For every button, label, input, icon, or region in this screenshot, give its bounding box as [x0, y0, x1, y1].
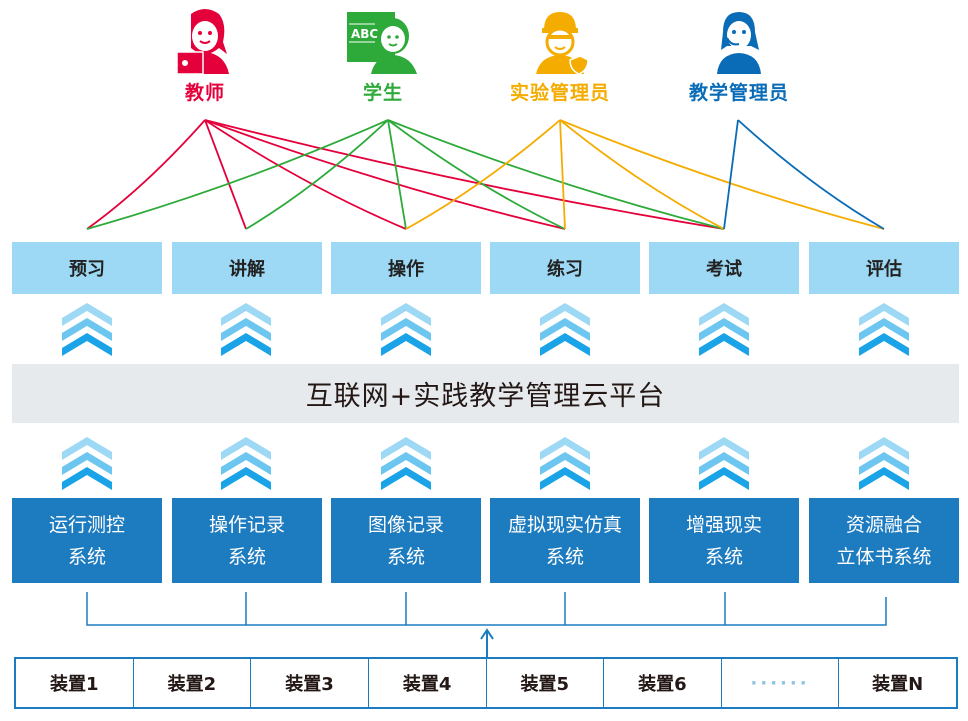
- stage-practice: 练习: [490, 242, 640, 294]
- role-lab-admin: 实验管理员: [480, 8, 640, 105]
- stage-operation: 操作: [331, 242, 481, 294]
- system-line2: 系统: [704, 545, 743, 568]
- system-line1: 资源融合: [845, 513, 922, 536]
- lab-admin-icon: [536, 12, 589, 74]
- chevron-up-icon: [381, 437, 431, 490]
- connection-line: [387, 119, 725, 230]
- system-line1: 图像记录: [367, 513, 444, 536]
- arrow-up-icon: [480, 628, 494, 640]
- system-line1: 操作记录: [208, 513, 285, 536]
- connection-line: [204, 119, 566, 230]
- role-label: 实验管理员: [509, 82, 610, 104]
- connection-line: [387, 119, 407, 230]
- chevron-up-icon: [859, 303, 909, 356]
- chevron-up-icon: [221, 303, 271, 356]
- chevron-up-icon: [540, 303, 590, 356]
- system-box: 操作记录系统: [172, 498, 322, 583]
- device-ellipsis: ······: [722, 659, 840, 707]
- system-line2: 系统: [386, 545, 425, 568]
- chevron-up-icon: [699, 437, 749, 490]
- connection-line: [737, 119, 885, 230]
- teacher-icon: [176, 9, 229, 74]
- connection-line: [559, 119, 885, 230]
- device-cell: 装置6: [604, 659, 722, 707]
- system-box: 图像记录系统: [331, 498, 481, 583]
- system-box: 资源融合立体书系统: [809, 498, 959, 583]
- device-cell: 装置1: [16, 659, 134, 707]
- role-teacher: 教师: [125, 8, 285, 105]
- role-label: 教师: [184, 82, 225, 104]
- system-line1: 运行测控: [48, 513, 125, 536]
- system-box: 增强现实系统: [649, 498, 799, 583]
- device-cell: 装置5: [487, 659, 605, 707]
- system-line2: 立体书系统: [836, 545, 932, 568]
- system-line2: 系统: [67, 545, 106, 568]
- system-line1: 增强现实: [685, 513, 762, 536]
- role-label: 教学管理员: [688, 82, 789, 104]
- system-box: 虚拟现实仿真系统: [490, 498, 640, 583]
- system-box: 运行测控系统: [12, 498, 162, 583]
- connection-line: [86, 119, 206, 230]
- stage-evaluation: 评估: [809, 242, 959, 294]
- device-cell: 装置2: [134, 659, 252, 707]
- chevron-up-icon: [699, 303, 749, 356]
- device-cell: 装置N: [872, 674, 924, 695]
- connection-line: [723, 119, 739, 230]
- connection-line: [387, 119, 566, 230]
- system-line2: 系统: [545, 545, 584, 568]
- connection-line: [559, 119, 566, 230]
- platform-bar: 互联网+实践教学管理云平台: [12, 364, 959, 423]
- device-cell: 装置4: [369, 659, 487, 707]
- connection-line: [405, 119, 561, 230]
- role-student: ABC 学生: [303, 8, 463, 105]
- connection-line: [559, 119, 725, 230]
- chevron-up-icon: [381, 303, 431, 356]
- chevron-up-icon: [540, 437, 590, 490]
- chevron-up-icon: [62, 437, 112, 490]
- device-row: 装置1 装置2 装置3 装置4 装置5 装置6 ······ 装置N: [14, 657, 958, 709]
- teaching-admin-icon: [717, 12, 761, 74]
- stage-lecture: 讲解: [172, 242, 322, 294]
- chevron-up-icon: [221, 437, 271, 490]
- role-teaching-admin: 教学管理员: [659, 8, 819, 105]
- chevron-up-icon: [62, 303, 112, 356]
- system-line2: 系统: [227, 545, 266, 568]
- board-text: ABC: [351, 27, 378, 41]
- device-cell: 装置3: [251, 659, 369, 707]
- role-label: 学生: [362, 82, 403, 104]
- system-line1: 虚拟现实仿真: [507, 513, 622, 536]
- stage-exam: 考试: [649, 242, 799, 294]
- student-icon: ABC: [347, 12, 417, 74]
- connection-line: [204, 119, 725, 230]
- connection-line: [204, 119, 407, 230]
- connection-line: [86, 119, 389, 230]
- chevron-up-icon: [859, 437, 909, 490]
- connection-line: [204, 119, 247, 230]
- stage-preview: 预习: [12, 242, 162, 294]
- connection-line: [245, 119, 389, 230]
